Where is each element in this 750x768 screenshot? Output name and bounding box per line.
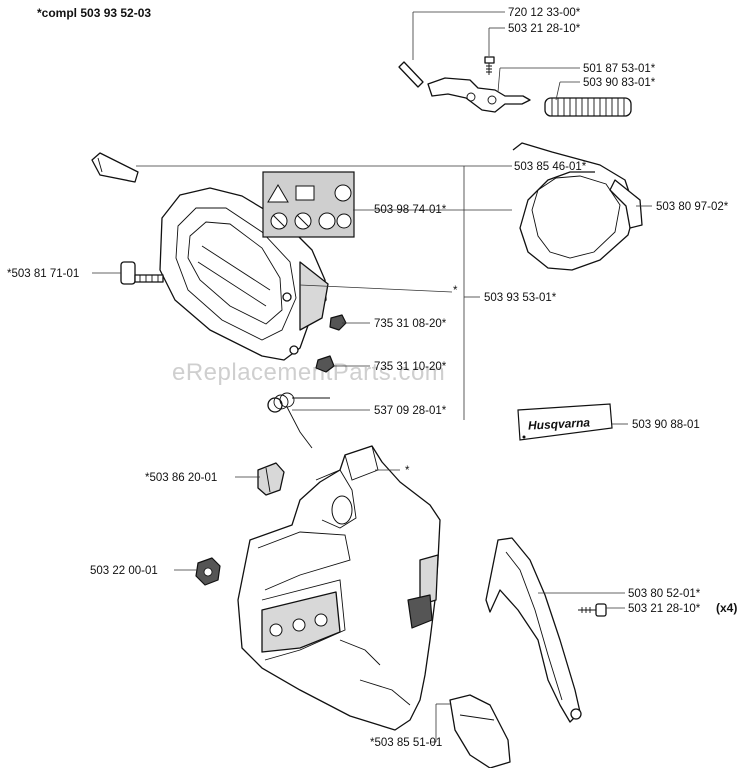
- pin-part: [398, 61, 424, 88]
- screw-part: [578, 603, 607, 617]
- chain-brake-cover-group: 503 85 46-01* 503 98 74-01* *503 81 71-0…: [7, 152, 587, 449]
- cover-plate-part: [449, 694, 511, 768]
- part-label: 537 09 28-01*: [374, 405, 447, 417]
- part-label: 503 22 00-01: [90, 565, 158, 577]
- brake-band-bracket: [609, 179, 643, 229]
- brake-lever-part: [427, 77, 531, 113]
- brand-plate-part: [517, 403, 613, 441]
- part-label: 503 93 53-01*: [484, 292, 557, 304]
- housing-group: * *503 86 20-01 503 22 00-01 503 80 52-0…: [90, 445, 737, 768]
- knob-part: [91, 152, 139, 183]
- chain-brake-lever-group: 720 12 33-00* 503 21 28-10* 501 87 53-01…: [398, 7, 656, 117]
- part-label: 503 98 74-01*: [374, 204, 447, 216]
- part-label: 503 80 97-02*: [656, 201, 729, 213]
- brand-plate-text: Husqvarna: [528, 415, 591, 432]
- brand-plate-group: Husqvarna 503 90 88-01: [517, 403, 700, 441]
- part-label: 720 12 33-00*: [508, 7, 581, 19]
- watermark-text: eReplacementParts.com: [172, 359, 445, 386]
- part-label: *503 86 20-01: [145, 472, 217, 484]
- guard-plate-part: [485, 537, 581, 723]
- asterisk-marker: *: [405, 465, 410, 477]
- part-label: *503 81 71-01: [7, 268, 79, 280]
- warning-sticker-part: [262, 171, 355, 238]
- asterisk-marker: *: [453, 285, 458, 297]
- nut-part: [315, 355, 335, 373]
- compl-assembly-label: *compl 503 93 52-03: [37, 6, 151, 20]
- lever-hole: [466, 92, 476, 102]
- part-label: 503 85 46-01*: [514, 161, 587, 173]
- part-label: 503 21 28-10*: [628, 603, 701, 615]
- lever-hole: [487, 95, 497, 105]
- part-label: 501 87 53-01*: [583, 63, 656, 75]
- brake-band-group: 503 80 97-02*: [512, 142, 729, 271]
- part-label: 503 90 83-01*: [583, 77, 656, 89]
- nut-part: [329, 314, 347, 331]
- part-label: 503 21 28-10*: [508, 23, 581, 35]
- screw-part: [484, 56, 495, 75]
- part-label: 503 80 52-01*: [628, 588, 701, 600]
- clip-part: [257, 462, 285, 496]
- part-label: 735 31 08-20*: [374, 318, 447, 330]
- part-label: *503 85 51-01: [370, 737, 442, 749]
- quantity-label: (x4): [716, 601, 737, 615]
- torsion-spring-part: [267, 392, 330, 449]
- part-label: 503 90 88-01: [632, 419, 700, 431]
- bolt-part: [120, 261, 164, 285]
- part-label: 735 31 10-20*: [374, 361, 447, 373]
- spring-part: [544, 97, 632, 117]
